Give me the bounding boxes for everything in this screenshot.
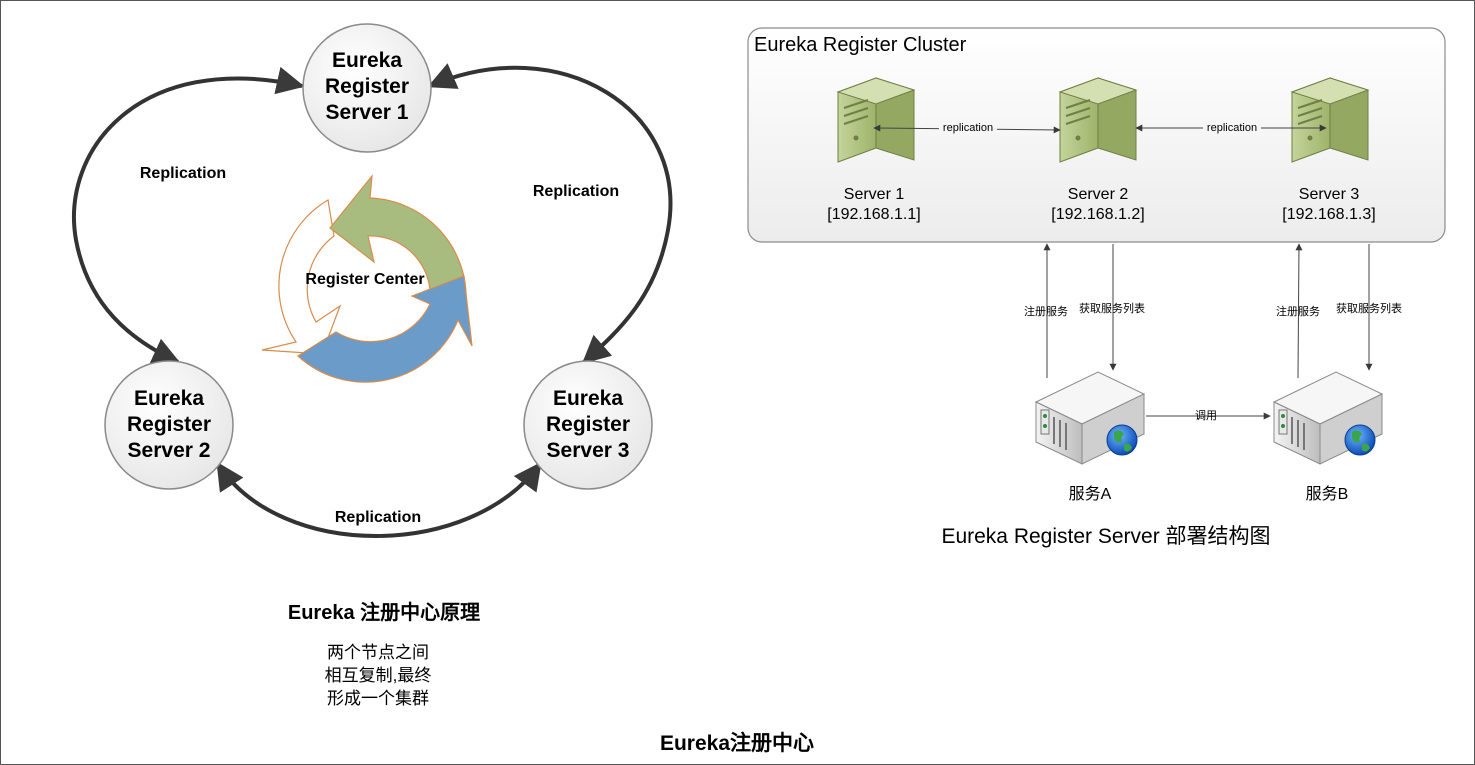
eureka-server-node-3: Eureka Register Server 3	[523, 360, 653, 490]
caption-line: 形成一个集群	[327, 689, 429, 708]
replication-curve-1-3	[427, 63, 673, 364]
replication-curve-1-2	[72, 66, 305, 365]
register-center-cycle-icon: Register Center	[261, 174, 473, 383]
server-name: Server 1	[844, 186, 905, 203]
replication-label: Replication	[533, 183, 619, 200]
eureka-server-node-2: Eureka Register Server 2	[104, 360, 234, 490]
server-label-line1: Eureka	[332, 49, 402, 72]
server-label-line1: Eureka	[553, 387, 623, 410]
service-name: 服务A	[1069, 485, 1112, 503]
left-diagram: Eureka Register Server 1 Eureka Register…	[72, 23, 673, 708]
replication-label-bg	[939, 120, 997, 134]
footer-title: Eureka注册中心	[660, 731, 814, 755]
server-ip: [192.168.1.2]	[1051, 206, 1144, 223]
server-ip: [192.168.1.1]	[827, 206, 920, 223]
service-name: 服务B	[1306, 485, 1349, 503]
service-b-icon	[1273, 371, 1383, 465]
replication-label: Replication	[140, 165, 226, 182]
replication-label: replication	[943, 122, 993, 134]
register-center-label: Register Center	[305, 271, 424, 288]
replication-curve-2-3	[216, 461, 542, 538]
right-diagram: Eureka Register Cluster replication repl…	[747, 27, 1446, 548]
server-label-line3: Server 1	[326, 101, 409, 124]
replication-label: replication	[1207, 122, 1257, 134]
server-name: Server 2	[1068, 186, 1129, 203]
eureka-server-node-1: Eureka Register Server 1	[302, 23, 432, 153]
register-label: 注册服务	[1276, 304, 1320, 318]
service-a-icon	[1035, 371, 1145, 465]
register-arrow-b	[1295, 243, 1303, 379]
fetch-label: 获取服务列表	[1336, 301, 1402, 315]
cluster-title: Eureka Register Cluster	[754, 34, 967, 56]
server-name: Server 3	[1299, 186, 1360, 203]
server-label-line3: Server 2	[128, 439, 211, 462]
caption-line: 相互复制,最终	[325, 666, 432, 685]
replication-label-bg	[1203, 120, 1261, 134]
server-label-line2: Register	[325, 75, 409, 98]
server-label-line2: Register	[546, 413, 630, 436]
server-ip: [192.168.1.3]	[1282, 206, 1375, 223]
server-label-line3: Server 3	[547, 439, 630, 462]
fetch-label: 获取服务列表	[1079, 301, 1145, 315]
server-label-line1: Eureka	[134, 387, 204, 410]
register-label: 注册服务	[1024, 304, 1068, 318]
caption-line: 两个节点之间	[327, 643, 429, 662]
server-label-line2: Register	[127, 413, 211, 436]
replication-label: Replication	[335, 509, 421, 526]
invoke-label: 调用	[1195, 409, 1217, 422]
left-diagram-title: Eureka 注册中心原理	[288, 600, 480, 624]
right-diagram-title: Eureka Register Server 部署结构图	[941, 525, 1270, 548]
